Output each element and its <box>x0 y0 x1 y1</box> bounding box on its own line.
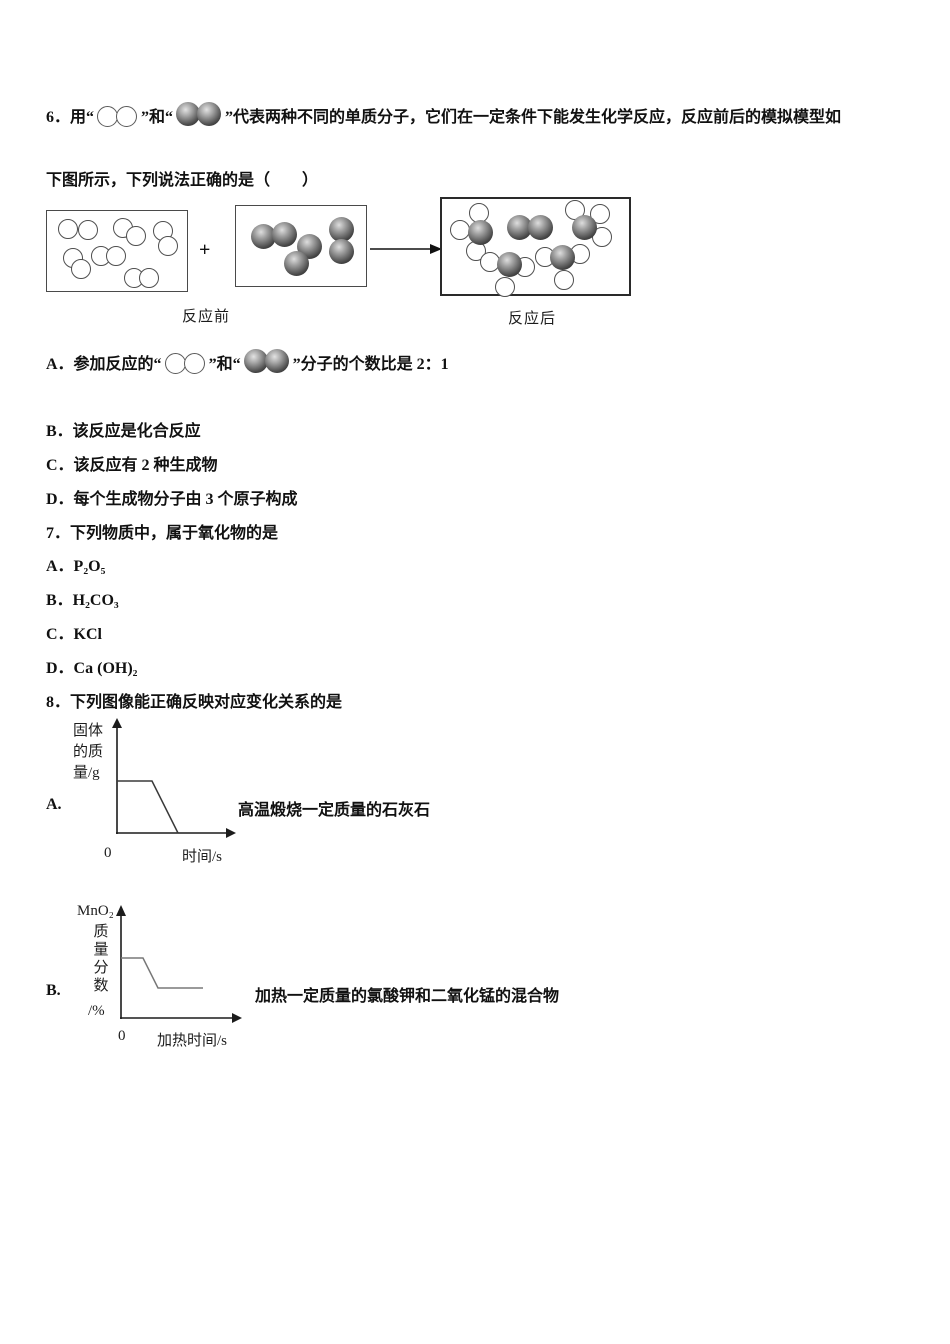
white-atom <box>106 246 126 266</box>
question-7-stem: 7．下列物质中，属于氧化物的是 <box>46 525 279 542</box>
white-atom <box>71 259 91 279</box>
question-6-stem-line2: 下图所示，下列说法正确的是（ ） <box>46 172 319 189</box>
dark-atom <box>250 223 276 249</box>
y-axis-arrow-icon <box>116 905 126 916</box>
white-molecule-icon <box>97 105 138 128</box>
white-atom <box>590 204 610 224</box>
graph-b-curve <box>121 957 203 989</box>
dark-atom-icon <box>264 349 289 373</box>
graph-b-ylabel: 质 量 分 数 <box>93 924 109 994</box>
dark-atom <box>571 214 597 240</box>
graph-a-letter: A. <box>46 796 62 813</box>
dark-atom <box>506 214 532 240</box>
y-axis-arrow-icon <box>112 718 122 728</box>
q6-option-b: B．该反应是化合反应 <box>46 423 201 440</box>
q7-option-d: D．Ca (OH)₂ <box>46 660 138 677</box>
dark-atom <box>271 221 297 247</box>
white-atom <box>58 219 78 239</box>
dark-molecules-box <box>235 205 367 287</box>
q6-option-a-text-2: ”和“ <box>208 356 241 373</box>
q6-stem-text-2: ”和“ <box>141 109 174 126</box>
graph-a-ylabel: 固体 的质 量/g <box>73 723 104 781</box>
dark-atom <box>328 216 354 242</box>
reaction-model-diagram: + 反应前 反应后 <box>46 197 646 332</box>
white-atom <box>554 270 574 290</box>
graph-b-plot <box>116 905 242 1023</box>
white-atom-icon <box>183 353 205 374</box>
question-6-stem-line1: 6．用“ ”和“ ”代表两种不同的单质分子，它们在一定条件下能发生化学反应，反应… <box>46 101 841 128</box>
after-reaction-label: 反应后 <box>508 311 557 327</box>
x-axis-arrow-icon <box>232 1013 242 1023</box>
white-atom <box>139 268 159 288</box>
white-atom <box>126 226 146 246</box>
dark-molecule-icon <box>176 101 222 128</box>
graph-option-a: 固体 的质 量/g 0 时间/s A. 高温煅烧一定质量的石灰石 <box>46 715 666 870</box>
dark-atom-icon <box>197 102 222 126</box>
dark-atom <box>283 250 309 276</box>
dark-atom-icon <box>243 349 268 373</box>
x-axis-arrow-icon <box>226 828 236 838</box>
dark-atom <box>328 238 354 264</box>
graph-a-curve <box>117 780 179 834</box>
q6-stem-text-1: 6．用“ <box>46 109 95 126</box>
white-atom <box>495 277 515 297</box>
white-atom-icon <box>164 353 186 374</box>
white-molecule-icon <box>164 352 206 375</box>
graph-option-b: MnO₂ 质 量 分 数 /% 0 加热时间/s B. 加热一定质量的氯酸钾和二… <box>46 898 686 1050</box>
reaction-arrow-icon <box>370 244 442 254</box>
q6-option-a-text-3: ”分子的个数比是 2：1 <box>292 356 449 373</box>
graph-b-xlabel: 加热时间/s <box>157 1033 228 1049</box>
dark-atom-icon <box>176 102 201 126</box>
q7-option-c: C．KCl <box>46 626 103 643</box>
before-reaction-box <box>46 210 188 292</box>
after-reaction-box <box>440 197 631 297</box>
graph-a-caption: 高温煅烧一定质量的石灰石 <box>238 802 431 819</box>
before-reaction-label: 反应前 <box>182 309 231 325</box>
q6-option-d: D．每个生成物分子由 3 个原子构成 <box>46 491 298 508</box>
white-atom <box>78 220 98 240</box>
graph-a-xlabel: 时间/s <box>182 849 223 865</box>
graph-a-plot <box>112 718 236 838</box>
graph-a-origin: 0 <box>104 845 112 861</box>
q6-option-a-text-1: A．参加反应的“ <box>46 356 162 373</box>
graph-b-ylabel-top: MnO₂ <box>77 903 114 919</box>
dark-atom <box>527 214 553 240</box>
dark-atom <box>467 219 493 245</box>
q6-option-c: C．该反应有 2 种生成物 <box>46 457 218 474</box>
q7-option-a: A．P₂O₅ <box>46 558 106 575</box>
dark-molecule-icon <box>243 348 290 375</box>
graph-b-ylabel-suffix: /% <box>88 1003 105 1019</box>
dark-atom <box>496 251 522 277</box>
dark-atom <box>549 244 575 270</box>
q6-stem-text-3: ”代表两种不同的单质分子，它们在一定条件下能发生化学反应，反应前后的模拟模型如 <box>225 109 842 126</box>
white-atom <box>158 236 178 256</box>
q7-option-b: B．H₂CO₃ <box>46 592 119 609</box>
q6-option-a: A．参加反应的“ ”和“ ”分子的个数比是 2：1 <box>46 348 449 375</box>
white-atom-icon <box>116 106 138 127</box>
white-atom-icon <box>97 106 119 127</box>
plus-sign: + <box>199 239 211 261</box>
graph-b-origin: 0 <box>118 1028 126 1044</box>
graph-b-caption: 加热一定质量的氯酸钾和二氧化锰的混合物 <box>255 988 560 1005</box>
white-atom <box>450 220 470 240</box>
graph-b-letter: B. <box>46 982 61 999</box>
question-8-stem: 8．下列图像能正确反映对应变化关系的是 <box>46 694 343 711</box>
